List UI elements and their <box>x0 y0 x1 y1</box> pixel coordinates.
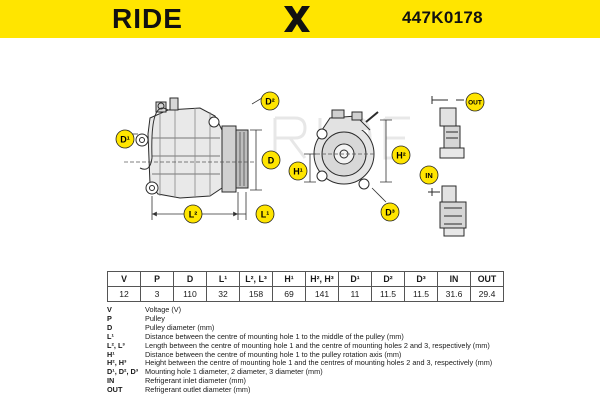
compressor-side-view <box>124 97 256 199</box>
legend-symbol: L², L³ <box>107 340 125 350</box>
legend-description: Refrigerant outlet diameter (mm) <box>145 385 251 395</box>
legend-description: Mounting hole 1 diameter, 2 diameter, 3 … <box>145 367 323 377</box>
legend-symbol: IN <box>107 376 115 386</box>
legend-description: Length between the centre of mounting ho… <box>145 340 490 350</box>
technical-drawing: D¹ D² D L² L¹ <box>0 38 600 270</box>
legend-row: H¹ Distance between the centre of mountin… <box>107 349 497 360</box>
specs-value-cell: 3 <box>140 286 174 302</box>
specs-value-cell: 32 <box>206 286 240 302</box>
legend-description: Pulley diameter (mm) <box>145 322 215 332</box>
label-in: IN <box>419 165 439 185</box>
specs-header-row: V P D L¹ L², L³ H¹ H², H³ D¹ D² D³ IN OU… <box>107 271 504 287</box>
legend-description: Height between the centre of mounting ho… <box>145 358 493 368</box>
legend-symbol: D <box>107 322 113 332</box>
svg-text:H²: H² <box>396 151 406 161</box>
specs-header-cell: D¹ <box>338 271 372 287</box>
svg-text:H¹: H¹ <box>293 167 303 177</box>
legend-symbol: D¹, D², D³ <box>107 367 139 377</box>
specs-table: V P D L¹ L², L³ H¹ H², H³ D¹ D² D³ IN OU… <box>107 271 504 302</box>
header-bar: RIDE 447K0178 <box>0 0 600 38</box>
specs-value-cell: 11.5 <box>404 286 438 302</box>
inlet-fitting <box>428 185 467 237</box>
outlet-fitting <box>431 96 465 159</box>
legend-symbol: OUT <box>107 385 123 395</box>
svg-text:OUT: OUT <box>468 100 482 107</box>
specs-header-cell: D³ <box>404 271 438 287</box>
compressor-diagram: D¹ D² D L² L¹ <box>115 91 485 237</box>
specs-header-cell: D <box>173 271 207 287</box>
left-view-dimensions <box>130 97 263 220</box>
specs-value-cell: 141 <box>305 286 339 302</box>
part-number: 447K0178 <box>402 8 483 27</box>
brand-logo: RIDE <box>112 3 310 34</box>
brand-x-mark <box>282 5 312 39</box>
specs-header-cell: IN <box>437 271 471 287</box>
label-h2: H² <box>391 145 411 165</box>
svg-text:IN: IN <box>425 171 433 180</box>
legend-symbol: L¹ <box>107 331 114 341</box>
label-d3: D³ <box>380 202 400 222</box>
label-l1: L¹ <box>255 204 275 224</box>
front-view-dimensions <box>304 119 392 203</box>
legend-row: OUT Refrigerant outlet diameter (mm) <box>107 385 497 395</box>
svg-text:D²: D² <box>265 97 275 107</box>
legend-description: Voltage (V) <box>145 305 182 314</box>
label-d: D <box>261 150 281 170</box>
compressor-front-view <box>313 109 379 190</box>
specs-value-cell: 31.6 <box>437 286 471 302</box>
legend-row: D¹, D², D³ Mounting hole 1 diameter, 2 di… <box>107 367 497 377</box>
label-d1: D¹ <box>115 129 135 149</box>
svg-text:D: D <box>268 156 275 166</box>
specs-header-cell: V <box>107 271 141 287</box>
legend-description: Distance between the centre of mounting … <box>145 331 404 341</box>
legend-symbol: H², H³ <box>107 358 127 368</box>
specs-value-cell: 11.5 <box>371 286 405 302</box>
specs-header-cell: H², H³ <box>305 271 339 287</box>
label-d2: D² <box>260 91 280 111</box>
label-h1: H¹ <box>288 161 308 181</box>
legend-row: V Voltage (V) <box>107 305 497 315</box>
legend-description: Refrigerant inlet diameter (mm) <box>145 376 246 386</box>
legend-row: D Pulley diameter (mm) <box>107 322 497 333</box>
legend-row: L², L³ Length between the centre of mount… <box>107 340 497 351</box>
specs-value-row: 12 3 110 32 158 69 141 11 11.5 11.5 31.6… <box>107 286 504 302</box>
specs-value-cell: 69 <box>272 286 306 302</box>
specs-header-cell: D² <box>371 271 405 287</box>
specs-header-cell: H¹ <box>272 271 306 287</box>
specs-header-cell: L², L³ <box>239 271 273 287</box>
legend-description: Distance between the centre of mounting … <box>145 349 402 359</box>
legend-symbol: H¹ <box>107 349 115 359</box>
specs-value-cell: 11 <box>338 286 372 302</box>
specs-header-cell: P <box>140 271 174 287</box>
specs-value-cell: 29.4 <box>470 286 504 302</box>
specs-value-cell: 158 <box>239 286 273 302</box>
legend-symbol: V <box>107 305 112 314</box>
brand-text: RIDE <box>112 3 183 34</box>
legend-row: L¹ Distance between the centre of mountin… <box>107 331 497 342</box>
specs-value-cell: 12 <box>107 286 141 302</box>
specs-value-cell: 110 <box>173 286 207 302</box>
label-out: OUT <box>465 92 485 112</box>
svg-text:L²: L² <box>189 210 198 220</box>
label-l2: L² <box>183 204 203 224</box>
legend-symbol: P <box>107 313 112 323</box>
legend: V Voltage (V) P Pulley D Pulley diameter (m… <box>107 305 497 395</box>
specs-header-cell: L¹ <box>206 271 240 287</box>
legend-row: H², H³ Height between the centre of mount… <box>107 359 497 368</box>
legend-description: Pulley <box>145 313 165 323</box>
svg-text:D³: D³ <box>385 208 395 218</box>
legend-row: P Pulley <box>107 313 497 324</box>
svg-text:L¹: L¹ <box>261 210 270 220</box>
specs-header-cell: OUT <box>470 271 504 287</box>
svg-text:D¹: D¹ <box>120 135 130 145</box>
legend-row: IN Refrigerant inlet diameter (mm) <box>107 376 497 386</box>
